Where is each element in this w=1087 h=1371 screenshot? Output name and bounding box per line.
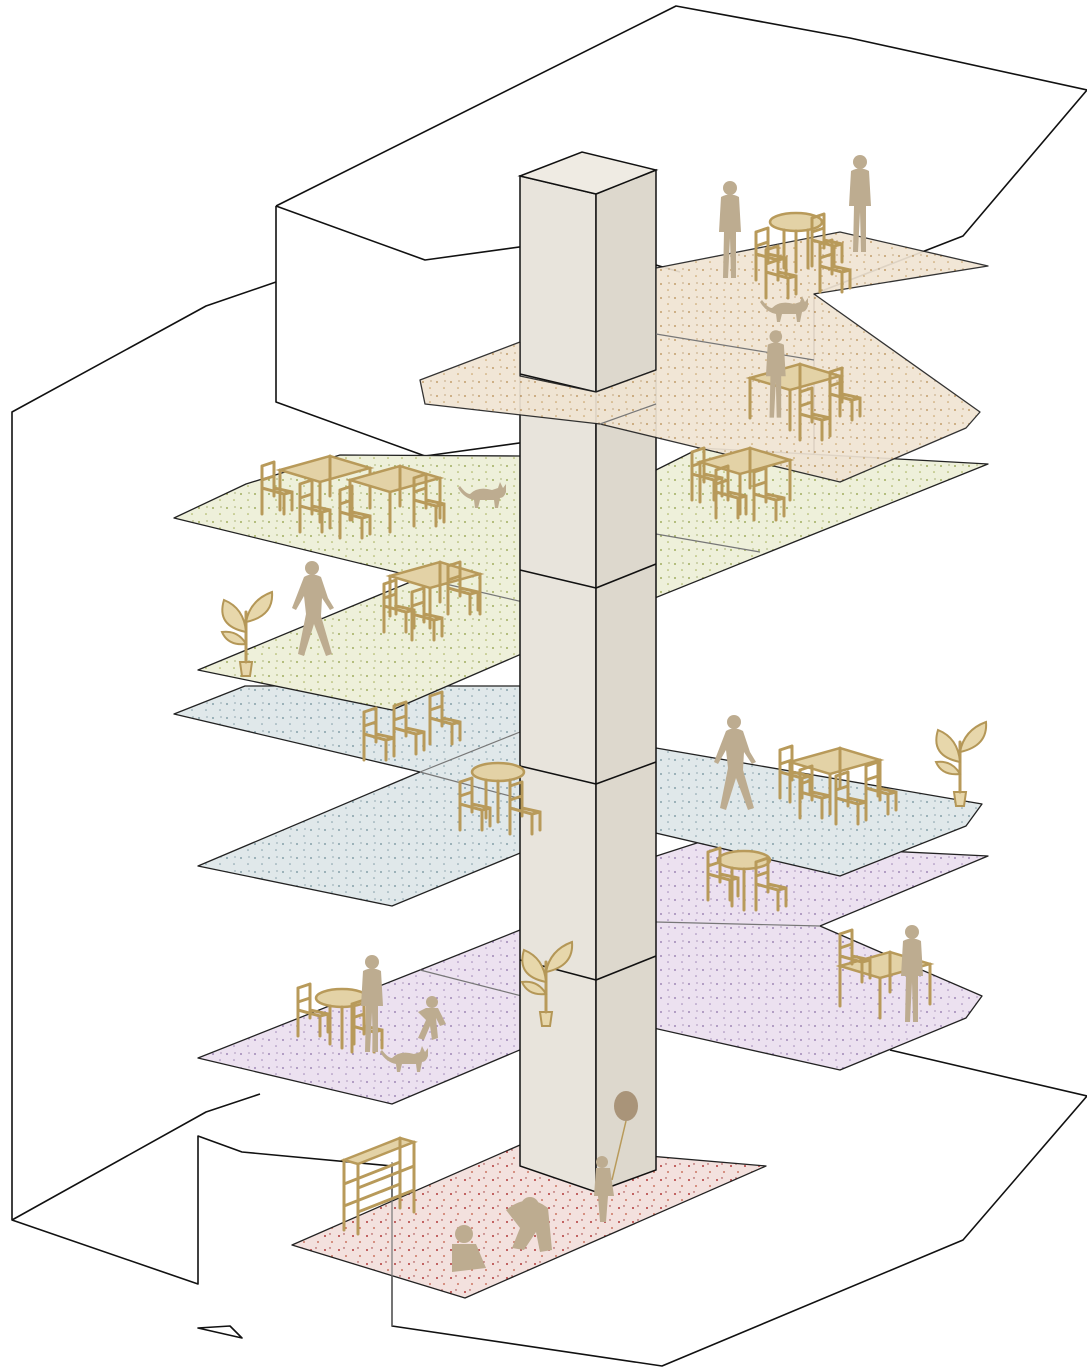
level-1-furniture <box>340 1091 638 1272</box>
shelf-icon <box>340 1136 418 1236</box>
person-silhouette-icon <box>418 996 446 1040</box>
balloon-icon <box>611 1091 638 1181</box>
level-5-floor <box>419 231 989 483</box>
person-silhouette-icon <box>452 1225 486 1272</box>
person-silhouette-icon <box>594 1156 614 1222</box>
level-2-furniture <box>296 846 932 1072</box>
potted-plant-icon <box>934 720 988 808</box>
person-silhouette-icon <box>506 1197 552 1252</box>
vertical-core <box>517 151 659 1194</box>
